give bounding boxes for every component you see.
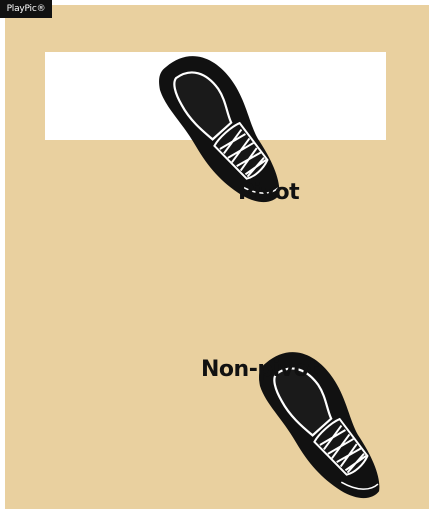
pivot-label: Pivot [238,180,299,205]
diagram-background: Pivot Non-pivot [5,5,429,509]
playpic-badge: PlayPic® [0,0,52,18]
non-pivot-foot-shoe [5,5,425,505]
non-pivot-label: Non-pivot [201,357,318,382]
